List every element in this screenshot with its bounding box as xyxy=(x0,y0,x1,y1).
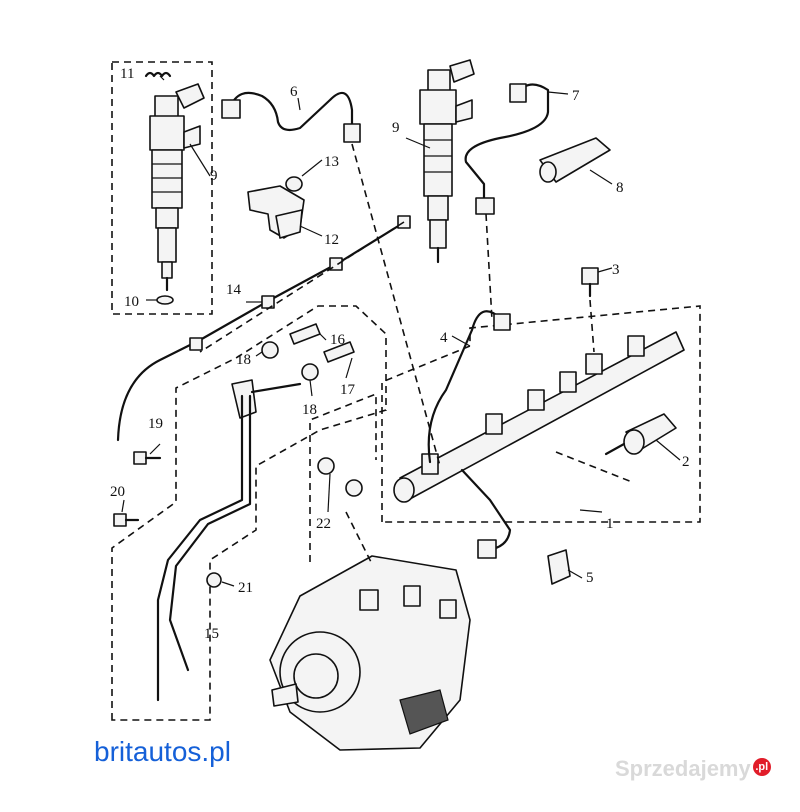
callout-2: 2 xyxy=(682,454,690,470)
common-rail-1 xyxy=(393,331,685,503)
injector-washer-left xyxy=(156,295,174,305)
callout-18-top: 18 xyxy=(236,352,251,368)
callout-20: 20 xyxy=(110,484,125,500)
callout-6: 6 xyxy=(290,84,298,100)
pipe-sleeve-8 xyxy=(539,137,611,183)
washer-21 xyxy=(206,572,222,588)
clips-22 xyxy=(317,457,363,497)
callout-8: 8 xyxy=(616,180,624,196)
bolt-20 xyxy=(113,513,140,527)
injector-group-box xyxy=(111,61,213,315)
high-pressure-pump xyxy=(269,555,471,751)
rail-bolt-3 xyxy=(581,267,599,298)
callout-9-right: 9 xyxy=(392,120,400,136)
return-pipe-group-box xyxy=(111,305,387,721)
callout-11: 11 xyxy=(120,66,134,82)
bolt-19 xyxy=(133,451,162,465)
injector-clip xyxy=(144,71,172,78)
injector-left xyxy=(149,83,205,292)
callout-1: 1 xyxy=(606,516,614,532)
site-link[interactable]: britautos.pl xyxy=(94,736,231,767)
clip-18b xyxy=(301,363,319,381)
callout-12: 12 xyxy=(324,232,339,248)
hose-17 xyxy=(323,341,355,363)
hp-pipe-6 xyxy=(221,91,361,143)
hose-16 xyxy=(289,323,321,345)
callout-16: 16 xyxy=(330,332,346,348)
clamp-5 xyxy=(547,549,571,585)
callout-15: 15 xyxy=(204,626,219,642)
callout-21: 21 xyxy=(238,580,253,596)
watermark: Sprzedajemy.pl xyxy=(615,756,771,782)
clip-18a xyxy=(261,341,279,359)
callout-9-left: 9 xyxy=(210,168,218,184)
callout-22: 22 xyxy=(316,516,331,532)
callout-14: 14 xyxy=(226,282,242,298)
return-pipe-15 xyxy=(156,379,302,702)
hp-pipe-4 xyxy=(427,310,511,464)
rail-sensor-2 xyxy=(604,413,677,456)
callout-3: 3 xyxy=(612,262,620,278)
callout-13: 13 xyxy=(324,154,339,170)
callout-4: 4 xyxy=(440,330,448,346)
callouts: 11 9 10 6 13 12 14 9 7 8 3 4 16 18 17 18… xyxy=(110,66,690,642)
callout-19: 19 xyxy=(148,416,163,432)
bracket-12 xyxy=(247,185,305,239)
callout-10: 10 xyxy=(124,294,139,310)
watermark-text: Sprzedajemy xyxy=(615,756,751,781)
watermark-badge: .pl xyxy=(752,758,771,776)
hp-pipe-7 xyxy=(464,83,550,215)
rail-group-box xyxy=(381,305,701,523)
injector-right xyxy=(419,59,475,264)
callout-5: 5 xyxy=(586,570,594,586)
callout-7: 7 xyxy=(572,88,580,104)
pump-feed-pipe xyxy=(460,468,512,559)
callout-18-bottom: 18 xyxy=(302,402,317,418)
leader-lines xyxy=(121,75,681,587)
nut-13 xyxy=(285,176,303,192)
pump-group-box xyxy=(309,392,377,562)
callout-17: 17 xyxy=(340,382,356,398)
